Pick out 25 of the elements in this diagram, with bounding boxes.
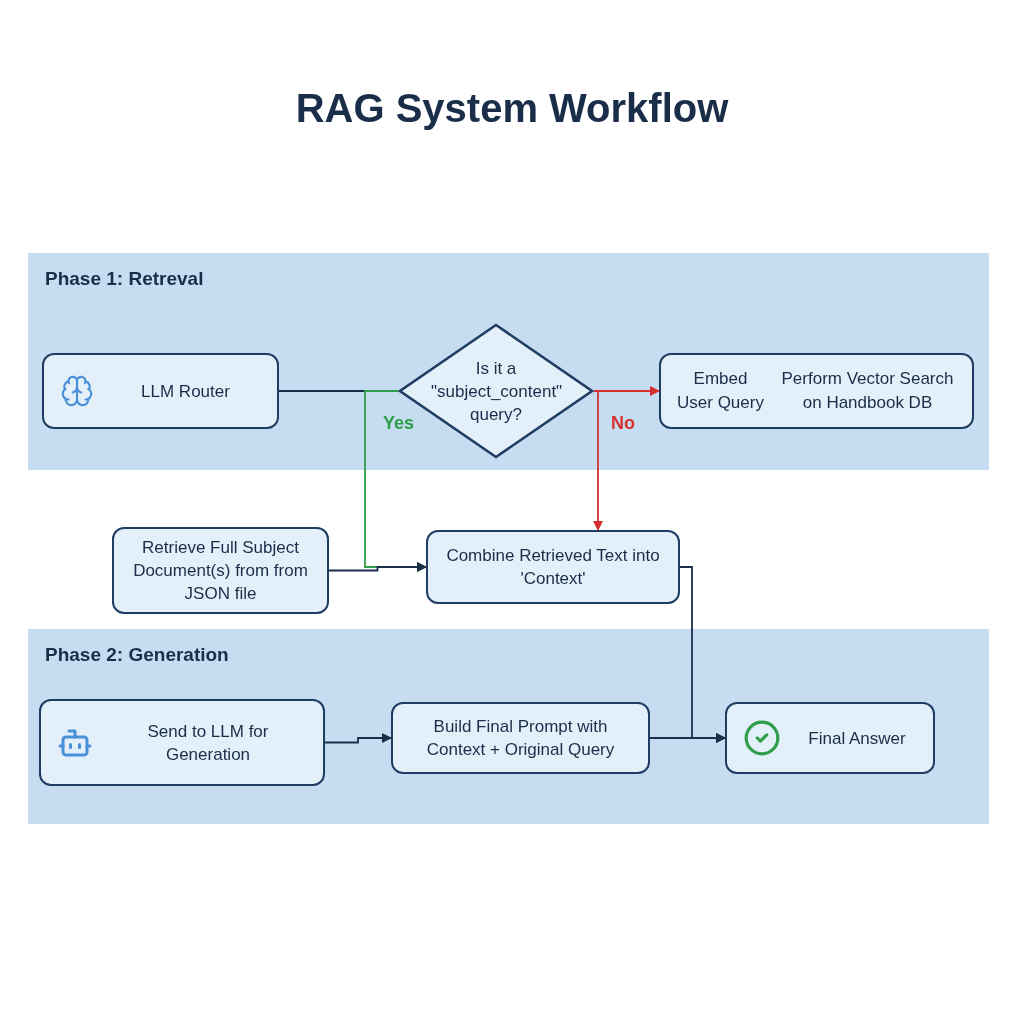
node-text: Combine Retrieved Text into 'Context': [445, 545, 661, 590]
node-text: Send to LLM for Generation: [146, 720, 270, 766]
node-text: Is it a "subject_content" query?: [431, 357, 561, 426]
node-text: Final Answer: [808, 727, 906, 750]
process-box: [391, 702, 650, 774]
process-box: [725, 702, 935, 774]
connector-arrow: [328, 562, 427, 572]
diagram-title: RAG System Workflow: [295, 85, 729, 132]
process-box: [659, 353, 974, 429]
phase-heading: Phase 1: Retreval: [45, 267, 204, 291]
process-box: [39, 699, 325, 786]
phase-heading: Phase 2: Generation: [45, 643, 229, 667]
connector-arrow: [649, 733, 726, 743]
process-box: [426, 530, 680, 604]
connector-arrow: [593, 390, 603, 531]
phase-band: [28, 253, 989, 470]
node-text: Embed User Query: [676, 368, 765, 414]
connector-arrow: [324, 733, 392, 744]
node-text: Retrieve Full Subject Document(s) from from JSON file: [132, 537, 309, 605]
phase-band: [28, 629, 989, 824]
process-box: [42, 353, 279, 429]
node-text: Perform Vector Search on Handbook DB: [780, 368, 955, 414]
process-box: [112, 527, 329, 614]
node-text: Build Final Prompt with Context + Original Query: [425, 716, 616, 761]
node-text: LLM Router: [141, 380, 230, 403]
